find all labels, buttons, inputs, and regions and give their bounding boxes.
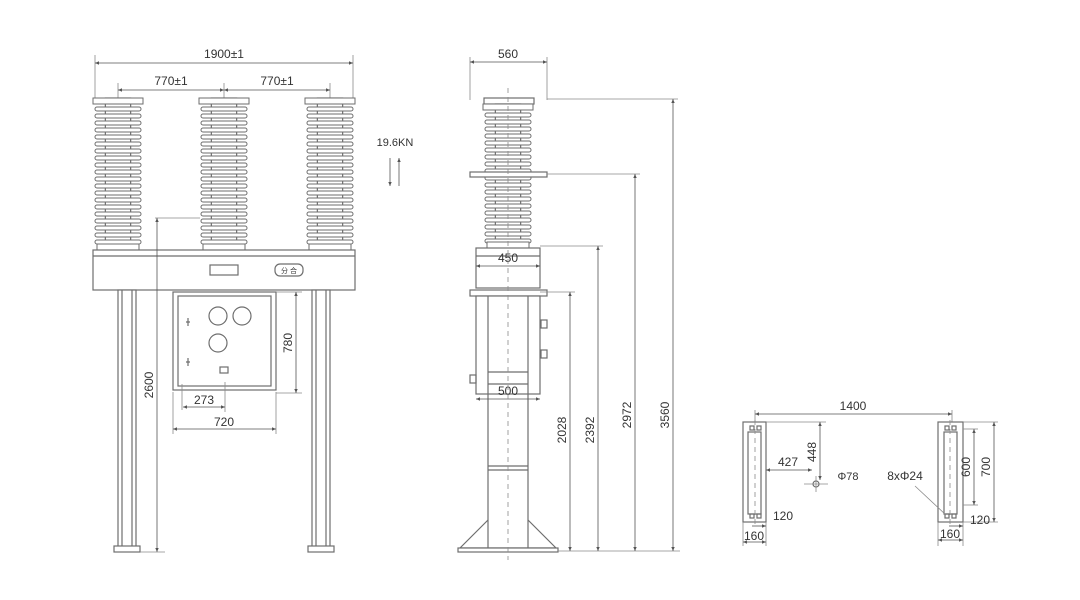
mid-flange xyxy=(469,171,548,178)
dim-427-label: 427 xyxy=(778,455,798,469)
bolt-label: 8xΦ24 xyxy=(887,469,923,483)
indicator-window xyxy=(209,264,239,276)
right-foundation xyxy=(937,421,964,523)
force-marker: 19.6KN xyxy=(377,137,414,186)
insulator-left xyxy=(92,97,144,251)
dim-450-label: 450 xyxy=(498,251,518,265)
dim-1400-label: 1400 xyxy=(840,399,867,413)
dim-spacing-left-label: 770±1 xyxy=(154,74,188,88)
right-leg xyxy=(311,289,331,551)
open-close-label: 分 合 xyxy=(281,266,297,275)
dim-780-label: 780 xyxy=(281,333,295,353)
dim-160-left-label: 160 xyxy=(744,529,764,543)
dim-2600-label: 2600 xyxy=(142,371,156,398)
dim-500-label: 500 xyxy=(498,384,518,398)
top-terminal-plate xyxy=(483,97,535,105)
dim-spacing-right-label: 770±1 xyxy=(260,74,294,88)
insulator-group xyxy=(92,97,356,251)
insulator-middle xyxy=(198,97,250,251)
dim-2028-label: 2028 xyxy=(555,416,569,443)
dim-160-right-label: 160 xyxy=(940,527,960,541)
dim-3560-label: 3560 xyxy=(658,401,672,428)
force-label: 19.6KN xyxy=(377,137,414,149)
dim-600-label: 600 xyxy=(959,457,973,477)
dim-120-right-label: 120 xyxy=(970,513,990,527)
left-leg xyxy=(117,289,137,551)
insulator-right xyxy=(304,97,356,251)
foundation-view: 1400 448 427 Φ78 120 160 8xΦ24 xyxy=(742,399,998,546)
dim-2972-label: 2972 xyxy=(620,401,634,428)
hole-dia-label: Φ78 xyxy=(837,471,858,483)
dim-120-left-label: 120 xyxy=(773,509,793,523)
dim-720-label: 720 xyxy=(214,415,234,429)
dim-273-label: 273 xyxy=(194,393,214,407)
left-foundation xyxy=(742,421,767,523)
dim-overall-width-label: 1900±1 xyxy=(204,47,244,61)
bolt-leader xyxy=(914,485,947,516)
front-view: 1900±1 770±1 770±1 分 合 2600 xyxy=(92,47,356,553)
control-box xyxy=(172,291,277,391)
dim-560-label: 560 xyxy=(498,47,518,61)
open-close-indicator xyxy=(274,263,304,277)
operating-hole-2 xyxy=(232,306,252,326)
operating-hole-3 xyxy=(208,333,228,353)
dim-2392-label: 2392 xyxy=(583,416,597,443)
operating-hole-1 xyxy=(208,306,228,326)
dim-448-label: 448 xyxy=(805,442,819,462)
dim-700-label: 700 xyxy=(979,457,993,477)
side-view: 560 450 500 2028 2392 xyxy=(457,47,680,560)
